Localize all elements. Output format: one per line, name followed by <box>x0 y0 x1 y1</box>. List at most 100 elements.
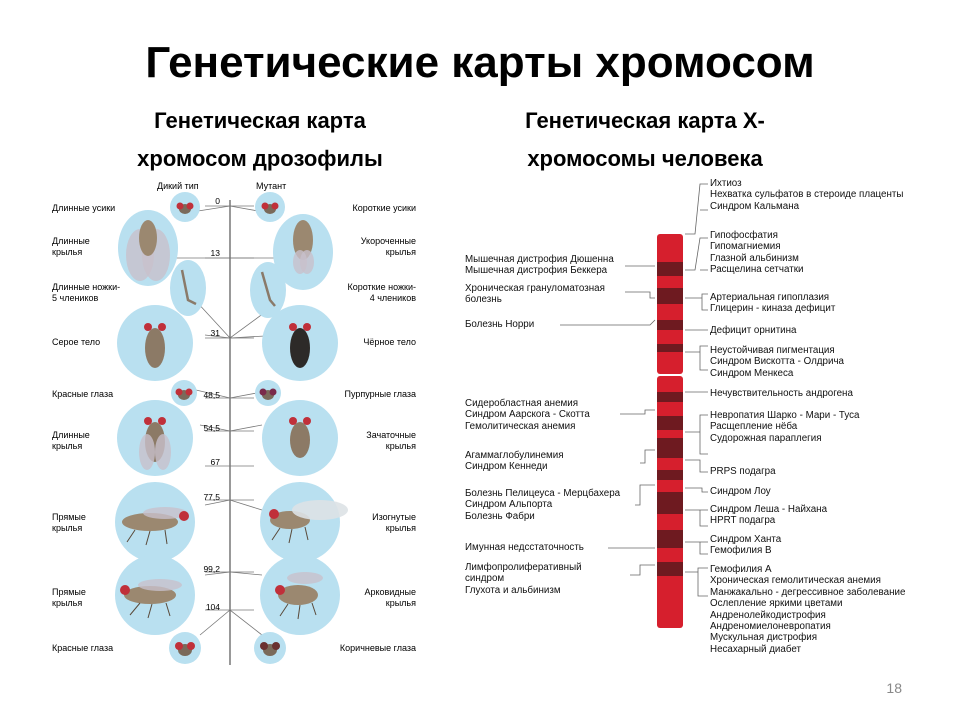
x-right-11-line-4: Ослепление яркими цветами <box>710 598 843 610</box>
x-left-0-line-2: Мышечная дистрофия Беккера <box>465 265 608 277</box>
x-left-group-4: Агаммаглобулинемия Синдром Кеннеди <box>465 450 564 473</box>
locus-pos-5: 54,5 <box>203 423 220 433</box>
wild-label-9-line: Красные глаза <box>52 643 114 653</box>
x-right-10-line-2: Гемофилия В <box>710 545 772 557</box>
subtitle-human-x-line-1: Генетическая карта Х- <box>525 108 765 133</box>
x-left-group-3: Сидеробластная анемия Синдром Аарскога -… <box>465 398 590 432</box>
x-right-group-8: Синдром Лоу <box>710 486 771 497</box>
locus-pos-4: 48,5 <box>203 390 220 400</box>
header-wild-type: Дикий тип <box>157 181 199 191</box>
x-right-6-line-3: Судорожная параплегия <box>710 432 822 444</box>
slide-title: Генетические карты хромосом <box>145 38 815 87</box>
x-left-5-line-2: Синдром Альпорта <box>465 499 553 511</box>
x-right-11-line-6: Андреномиелоневропатия <box>710 621 831 633</box>
mutant-label-9-line: Коричневые глаза <box>339 643 416 653</box>
x-right-11-line-5: Андренолейкодистрофия <box>710 609 826 621</box>
subtitle-human-x: Генетическая карта Х- хромосомы человека <box>480 102 810 178</box>
locus-pos-9: 104 <box>205 602 220 612</box>
locus-pos-0: 0 <box>215 196 220 206</box>
mutant-label-1-line-1: Укороченные <box>360 236 416 246</box>
x-left-7-line-1: Лимфопролиферативный <box>465 562 582 573</box>
x-right-group-6: Невропатия Шарко - Мари - Туса Расщеплен… <box>710 410 860 444</box>
mutant-label-1-line-2: крылья <box>385 247 416 257</box>
x-right-group-2: Артериальная гипоплазия Глицерин - киназ… <box>710 292 835 315</box>
x-left-4-line-2: Синдром Кеннеди <box>465 461 548 473</box>
x-chromosome-figure <box>560 183 708 628</box>
wild-label-8-line-2: крылья <box>52 598 83 608</box>
mutant-label-9: Коричневые глаза <box>316 643 416 654</box>
x-right-0-line-3: Синдром Кальмана <box>710 200 800 212</box>
x-right-9-line-2: HPRT подагра <box>710 515 776 527</box>
drosophila-map: Дикий тип Мутант <box>52 181 416 665</box>
wild-label-1-line-1: Длинные <box>52 236 90 246</box>
locus-pos-7: 77,5 <box>203 492 220 502</box>
x-right-4-line-1: Неустойчивая пигментация <box>710 345 835 356</box>
wild-label-0-line: Длинные усики <box>52 203 116 213</box>
x-left-6-line-1: Имунная недсстаточность <box>465 542 584 553</box>
x-right-1-line-3: Глазной альбинизм <box>710 252 799 264</box>
x-left-2-line-1: Болезнь Норри <box>465 319 535 330</box>
wild-label-5-line-1: Длинные <box>52 430 90 440</box>
x-right-11-line-3: Манжакально - дегрессивное заболевание <box>710 586 906 598</box>
x-right-0-line-2: Нехватка сульфатов в стероиде плаценты <box>710 189 904 201</box>
wild-label-0: Длинные усики <box>52 203 115 214</box>
x-left-5-line-1: Болезнь Пелицеуса - Мерцбахера <box>465 488 621 499</box>
x-right-1-line-4: Расщелина сетчатки <box>710 264 804 276</box>
x-left-7-line-2: синдром <box>465 573 505 585</box>
x-left-3-line-1: Сидеробластная анемия <box>465 398 579 409</box>
wild-label-3-line: Серое тело <box>52 337 101 347</box>
x-left-3-line-2: Синдром Аарскога - Скотта <box>465 409 590 421</box>
subtitle-drosophila-line-2: хромосом дрозофилы <box>137 146 383 171</box>
x-left-5-line-3: Болезнь Фабри <box>465 510 535 522</box>
x-right-8-line-1: Синдром Лоу <box>710 486 771 497</box>
mutant-label-4: Пурпурные глаза <box>316 389 416 400</box>
x-left-4-line-1: Агаммаглобулинемия <box>465 450 564 461</box>
page-number: 18 <box>886 680 902 696</box>
mutant-label-2-line-1: Короткие ножки- <box>347 282 416 292</box>
x-right-group-7: PRPS подагра <box>710 466 776 477</box>
x-right-11-line-2: Хроническая гемолитическая анемия <box>710 575 881 587</box>
x-right-group-0: Ихтиоз Нехватка сульфатов в стероиде пла… <box>710 178 903 212</box>
locus-pos-1: 13 <box>210 248 220 258</box>
locus-pos-3: 31 <box>210 328 220 338</box>
x-left-group-2: Болезнь Норри <box>465 319 534 330</box>
x-right-group-10: Синдром Ханта Гемофилия В <box>710 534 781 557</box>
x-right-2-line-2: Глицерин - киназа дефицит <box>710 303 836 315</box>
mutant-label-0: Короткие усики <box>316 203 416 214</box>
x-left-0-line-1: Мышечная дистрофия Дюшенна <box>465 254 614 265</box>
mutant-label-3-line: Чёрное тело <box>363 337 416 347</box>
drosophila-figure <box>115 192 348 665</box>
wild-label-4-line: Красные глаза <box>52 389 114 399</box>
subtitle-human-x-line-2: хромосомы человека <box>527 146 763 171</box>
x-left-1-line-1: Хроническая грануломатозная <box>465 283 605 294</box>
x-left-1-line-2: болезнь <box>465 294 502 306</box>
mutant-label-2: Короткие ножки-4 члеников <box>316 282 416 304</box>
x-right-11-line-1: Гемофилия А <box>710 564 772 575</box>
mutant-label-2-line-2: 4 члеников <box>369 293 416 303</box>
x-right-11-line-8: Несахарный диабет <box>710 643 801 655</box>
wild-label-2: Длинные ножки-5 члеников <box>52 282 120 304</box>
mutant-label-8-line-2: крылья <box>385 598 416 608</box>
x-chromosome <box>657 234 683 628</box>
mutant-label-3: Чёрное тело <box>316 337 416 348</box>
x-right-group-4: Неустойчивая пигментация Синдром Вискотт… <box>710 345 844 379</box>
x-right-group-11: Гемофилия А Хроническая гемолитическая а… <box>710 564 905 655</box>
x-right-4-line-2: Синдром Вискотта - Олдрича <box>710 356 844 368</box>
wild-label-8-line-1: Прямые <box>52 587 86 597</box>
x-right-2-line-1: Артериальная гипоплазия <box>710 292 830 303</box>
wild-label-2-line-1: Длинные ножки- <box>52 282 121 292</box>
x-right-0-line-1: Ихтиоз <box>710 178 742 189</box>
wild-label-3: Серое тело <box>52 337 100 348</box>
x-right-6-line-1: Невропатия Шарко - Мари - Туса <box>710 410 860 421</box>
x-right-1-line-1: Гипофосфатия <box>710 230 778 241</box>
x-right-11-line-7: Мускульная дистрофия <box>710 632 818 644</box>
x-right-group-1: Гипофосфатия Гипомагниемия Глазной альби… <box>710 230 804 276</box>
locus-pos-6: 67 <box>210 457 220 467</box>
wild-label-7-line-1: Прямые <box>52 512 86 522</box>
